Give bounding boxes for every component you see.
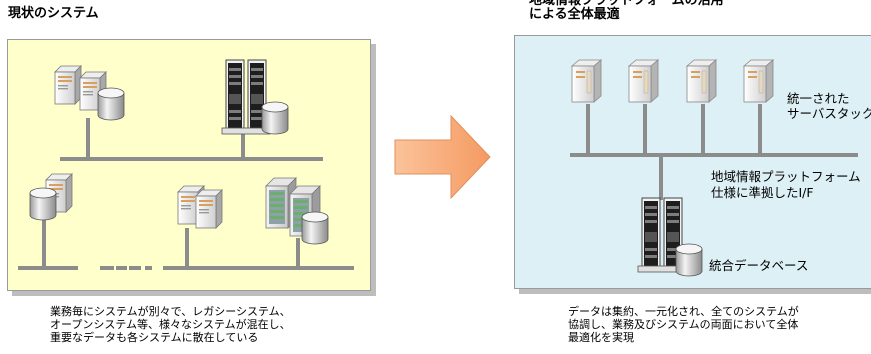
label-platform-line-1: 地域情報プラットフォーム xyxy=(711,169,861,184)
label-unified-line-2: サーバスタック xyxy=(787,106,871,121)
left-caption-line-1: 業務毎にシステムが別々で、レガシーシステム、 xyxy=(50,305,291,318)
right-caption-line-2: 協調し、業務及びシステムの両面において全体 xyxy=(568,318,799,331)
right-unified-servers xyxy=(571,59,774,103)
right-caption-line-1: データは集約、一元化され、全てのシステムが xyxy=(568,305,799,318)
right-title-line-1: 地域情報プラットフォームの活用 xyxy=(529,0,724,8)
right-network-lines xyxy=(570,104,858,200)
left-network-lines xyxy=(18,118,354,270)
transition-arrow xyxy=(394,114,491,200)
left-open-system-3 xyxy=(177,185,223,229)
left-legacy-mainframe xyxy=(221,59,289,135)
label-unified-line-1: 統一された xyxy=(787,91,850,106)
label-platform-line-2: 仕様に準拠したI/F xyxy=(711,185,814,200)
left-caption-line-3: 重要なデータも各システムに散在している xyxy=(50,331,259,344)
left-rack-servers xyxy=(265,177,329,245)
left-caption-line-2: オープンシステム等、様々なシステムが混在し、 xyxy=(50,318,291,331)
right-title-line-2: による全体最適 xyxy=(529,7,620,22)
left-title: 現状のシステム xyxy=(8,6,99,21)
label-database: 統合データベース xyxy=(709,258,809,273)
left-open-system-2 xyxy=(29,173,73,221)
right-integrated-database xyxy=(637,197,703,277)
right-caption-line-3: 最適化を実現 xyxy=(568,331,634,344)
left-open-system-1 xyxy=(54,65,125,121)
